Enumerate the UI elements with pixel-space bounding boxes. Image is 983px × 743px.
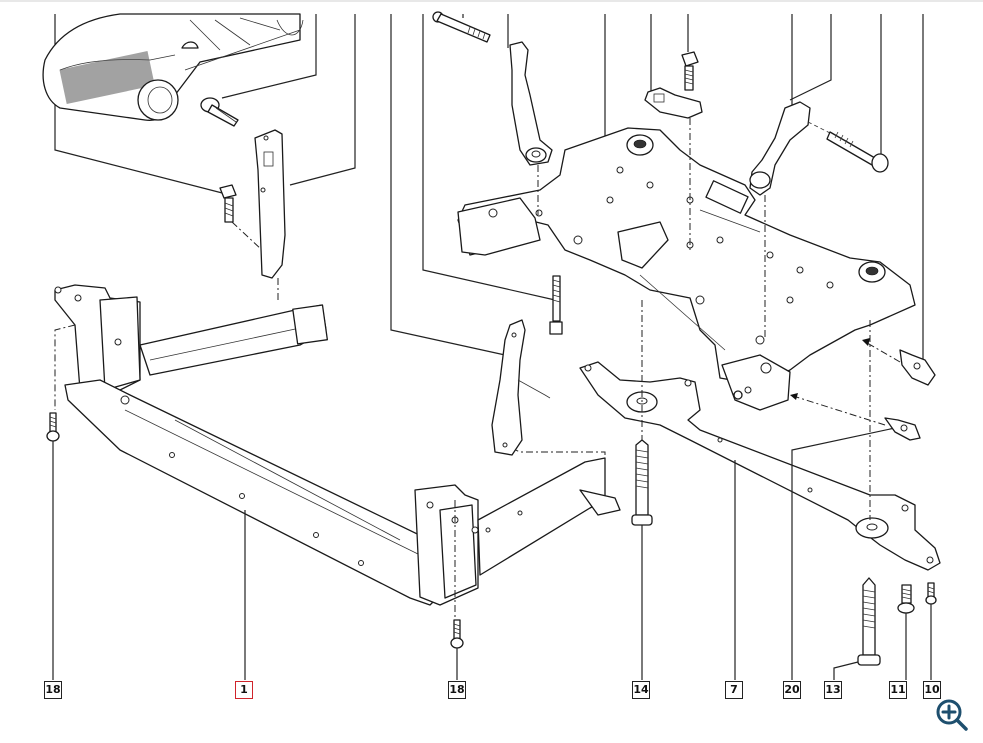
screw-hex (219, 184, 263, 251)
bracket-left (254, 129, 286, 300)
leader-20 (791, 427, 896, 680)
callout-18-left[interactable]: 18 (44, 681, 62, 699)
screw-upper (200, 97, 239, 127)
crossmember-front (54, 284, 621, 618)
callout-13[interactable]: 13 (824, 681, 842, 699)
screw-18-right (450, 619, 464, 680)
bolt-14 (631, 439, 653, 680)
callout-label: 10 (924, 683, 940, 696)
callout-label: 18 (449, 683, 465, 696)
zoom-in-button[interactable] (934, 697, 970, 733)
bolt-11 (897, 584, 915, 680)
callout-1[interactable]: 1 (235, 681, 253, 699)
callout-7[interactable]: 7 (725, 681, 743, 699)
vehicle-illustration (42, 13, 304, 121)
bolt-long-upper-right (807, 121, 889, 173)
bracket-small-right-upper (861, 338, 936, 386)
callout-14[interactable]: 14 (632, 681, 650, 699)
bolt-13 (833, 577, 881, 680)
tie-bar (579, 300, 941, 571)
clip-nut (644, 87, 703, 250)
callout-label: 11 (890, 683, 906, 696)
bracket-small-right-lower (789, 393, 921, 441)
stud-upper (549, 275, 563, 335)
callout-label: 7 (730, 683, 738, 696)
callout-label: 20 (784, 683, 800, 696)
link-arm-right (749, 101, 811, 340)
bolt-long-upper-left (432, 11, 491, 43)
callout-10[interactable]: 10 (923, 681, 941, 699)
screw-18-left (46, 412, 60, 680)
subframe-main (457, 127, 916, 411)
zoom-in-icon (936, 699, 968, 731)
callout-label: 18 (45, 683, 61, 696)
callout-20[interactable]: 20 (783, 681, 801, 699)
bolt-hex-top (681, 51, 699, 91)
top-border (0, 0, 983, 2)
callout-11[interactable]: 11 (889, 681, 907, 699)
bolt-10 (925, 582, 937, 680)
bracket-middle (491, 319, 551, 456)
callout-label: 13 (825, 683, 841, 696)
link-arm-left (509, 41, 553, 215)
callout-label: 1 (240, 683, 248, 696)
callout-18-right[interactable]: 18 (448, 681, 466, 699)
callout-label: 14 (633, 683, 649, 696)
